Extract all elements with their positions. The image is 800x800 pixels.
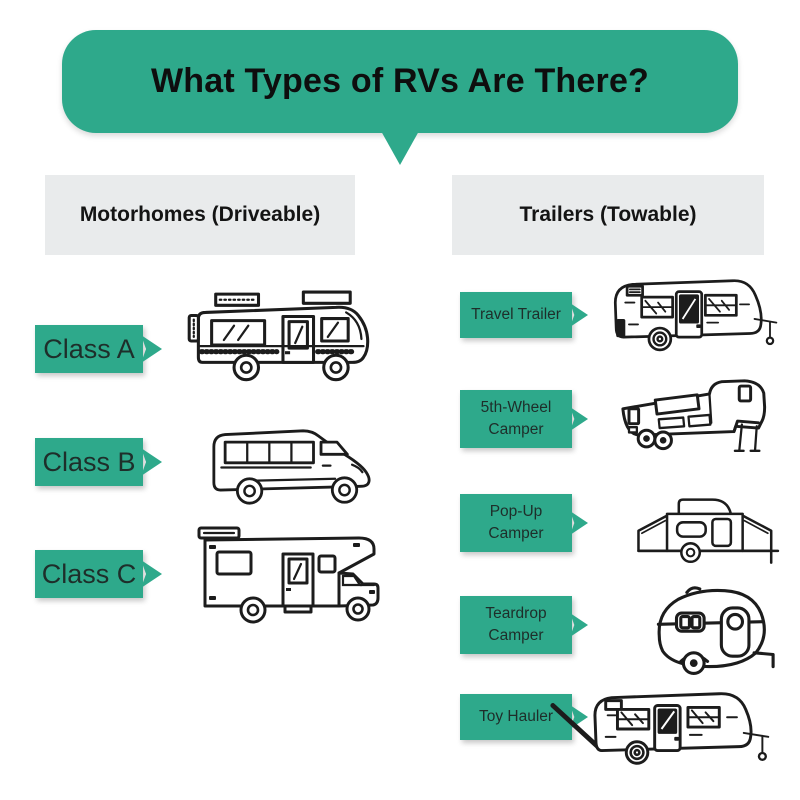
tag-class-a: Class A <box>35 325 162 373</box>
column-header-motorhomes-label: Motorhomes (Driveable) <box>79 203 321 226</box>
class-c-motorhome-icon <box>197 526 380 624</box>
tag-class-c: Class C <box>35 550 162 598</box>
page-title: What Types of RVs Are There? <box>150 62 650 100</box>
tag-class-b-label: Class B <box>42 446 136 477</box>
tag-fifth-wheel: 5th-Wheel Camper <box>460 390 588 448</box>
tag-pointer-icon <box>570 407 588 431</box>
fifth-wheel-camper-icon <box>621 379 767 452</box>
tag-travel-trailer-label: Travel Trailer <box>471 305 561 323</box>
column-header-trailers-label: Trailers (Towable) <box>519 203 697 226</box>
travel-trailer-icon <box>613 279 778 352</box>
tag-pointer-icon <box>141 448 162 476</box>
tag-pointer-icon <box>570 303 588 327</box>
tag-pop-up: Pop-Up Camper <box>460 494 588 552</box>
tag-teardrop: Teardrop Camper <box>460 596 588 654</box>
tag-pointer-icon <box>141 560 162 588</box>
toy-hauler-icon <box>550 692 770 765</box>
tag-toy-hauler-label: Toy Hauler <box>478 707 554 725</box>
tag-teardrop-label: Teardrop Camper <box>485 604 547 644</box>
teardrop-camper-icon <box>656 586 775 676</box>
tag-travel-trailer: Travel Trailer <box>460 292 588 338</box>
tag-class-b: Class B <box>35 438 162 486</box>
class-a-motorhome-icon <box>187 290 370 382</box>
column-header-trailers: Trailers (Towable) <box>452 175 764 255</box>
tag-pointer-icon <box>570 511 588 535</box>
tag-pointer-icon <box>141 335 162 363</box>
tag-class-c-label: Class C <box>41 558 137 589</box>
tag-class-a-label: Class A <box>43 333 135 364</box>
tag-pointer-icon <box>570 613 588 637</box>
tag-pop-up-label: Pop-Up Camper <box>488 502 544 542</box>
tag-fifth-wheel-label: 5th-Wheel Camper <box>480 398 552 438</box>
pop-up-camper-icon <box>637 498 780 564</box>
title-banner: What Types of RVs Are There? <box>62 30 738 133</box>
speech-bubble-tail-icon <box>381 131 419 165</box>
column-header-motorhomes: Motorhomes (Driveable) <box>45 175 355 255</box>
class-b-campervan-icon <box>212 429 371 505</box>
